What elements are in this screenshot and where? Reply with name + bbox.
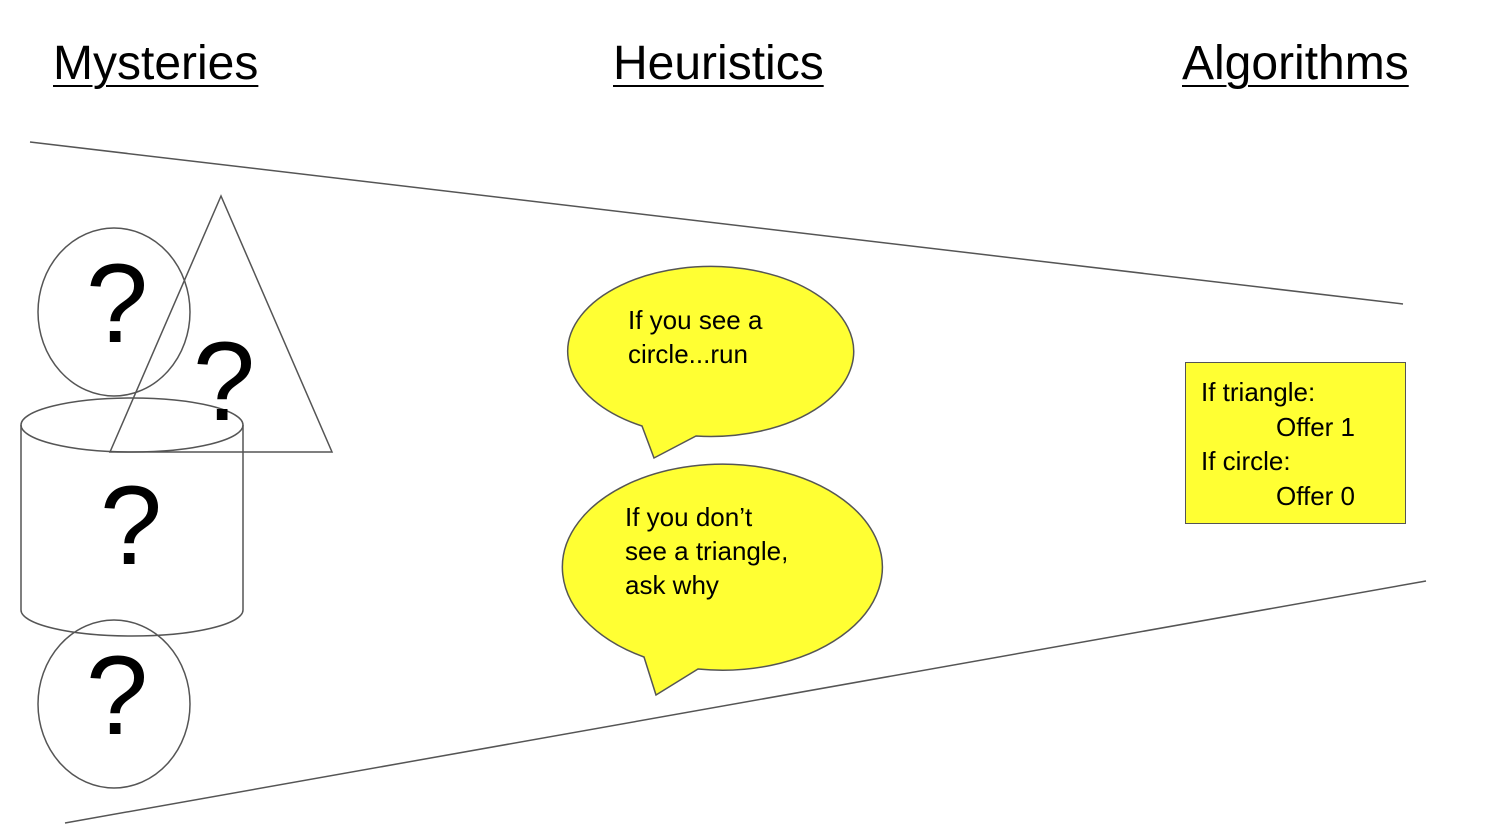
bubble-1-line: circle...run bbox=[628, 339, 748, 369]
question-mark-3: ? bbox=[99, 463, 163, 588]
heading-algorithms: Algorithms bbox=[1182, 37, 1409, 90]
algorithm-line: Offer 1 bbox=[1276, 411, 1356, 442]
bubble-2-line: If you don’t bbox=[625, 502, 753, 532]
cylinder-body bbox=[20, 425, 244, 637]
algorithm-line: If triangle: bbox=[1201, 377, 1316, 407]
question-mark-4: ? bbox=[85, 633, 149, 758]
heading-heuristics: Heuristics bbox=[613, 37, 824, 90]
triangle-shape bbox=[108, 194, 334, 453]
funnel-bottom-line bbox=[64, 580, 1427, 824]
bubble-2-line: ask why bbox=[625, 570, 719, 600]
algorithm-line: Offer 0 bbox=[1276, 480, 1356, 511]
bubble-2-line: see a triangle, bbox=[625, 536, 789, 566]
funnel-top-line bbox=[29, 141, 1404, 305]
bubble-2-text: If you don’t see a triangle, ask why bbox=[625, 500, 788, 602]
question-mark-2: ? bbox=[192, 319, 256, 444]
bubble-1-line: If you see a bbox=[628, 305, 763, 335]
circle-shape-bottom bbox=[37, 619, 191, 789]
question-mark-1: ? bbox=[85, 241, 149, 366]
bubble-1-text: If you see a circle...run bbox=[628, 303, 762, 371]
speech-bubble-2 bbox=[561, 463, 884, 697]
algorithm-box: If triangle: Offer 1 If circle: Offer 0 bbox=[1185, 362, 1406, 524]
speech-bubble-1 bbox=[567, 265, 855, 460]
circle-shape-top bbox=[37, 227, 191, 397]
algorithm-line: If circle: bbox=[1201, 446, 1291, 476]
heading-mysteries: Mysteries bbox=[53, 37, 259, 90]
